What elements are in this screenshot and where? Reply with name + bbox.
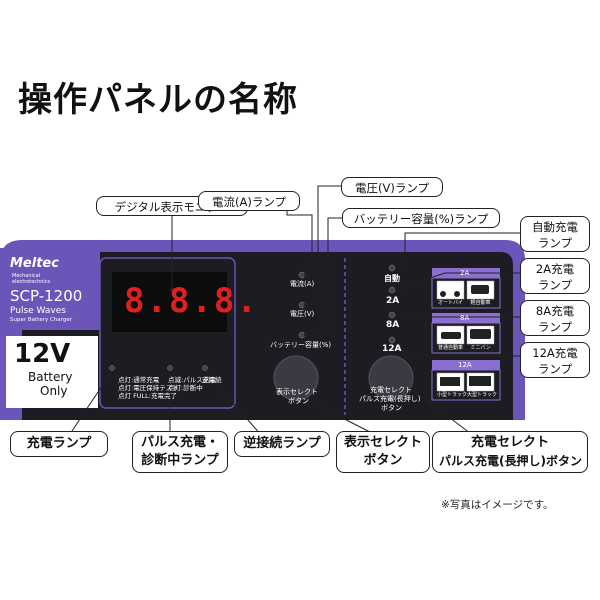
callout-auto-lamp: 自動充電 ランプ xyxy=(520,216,590,252)
brand-logo: Meltec xyxy=(10,256,59,271)
led-charge xyxy=(109,365,115,371)
display-button-label-1: 表示セレクト xyxy=(276,388,318,396)
led-2a xyxy=(388,286,396,294)
voltage-badge-bg xyxy=(6,336,98,408)
callout-8a-lamp-text-1: 8A充電 xyxy=(535,304,575,318)
callout-12a-lamp: 12A充電 ランプ xyxy=(520,342,590,378)
led-12a xyxy=(388,336,396,344)
reverse-lamp-text: 逆接続 xyxy=(202,376,222,384)
callout-reverse-lamp: 逆接続ランプ xyxy=(234,431,330,457)
band-8a-label: 8A xyxy=(460,314,470,322)
charge-button-label-3: ボタン xyxy=(381,404,402,412)
callout-8a-lamp: 8A充電 ランプ xyxy=(520,300,590,336)
pulse-lamp-text-1: 点滅:パルス充電 xyxy=(168,376,216,384)
callout-charge-select-text-2: パルス充電(長押し)ボタン xyxy=(439,454,582,468)
bike-icon xyxy=(436,280,465,300)
callout-display-select: 表示セレクト ボタン xyxy=(336,431,430,473)
display-button-label-2: ボタン xyxy=(288,397,309,405)
label-2a: 2A xyxy=(386,296,400,306)
led-auto xyxy=(388,264,396,272)
brand-sub2: electrotechnics xyxy=(12,279,51,285)
callout-pulse-lamp-text-1: パルス充電・ xyxy=(140,435,219,450)
battery-label-line2: Only xyxy=(40,384,68,398)
icon-minivan-label: ミニバン xyxy=(470,345,491,351)
model-subtitle: Pulse Waves xyxy=(10,306,66,316)
callout-display-select-text-1: 表示セレクト xyxy=(343,435,422,450)
callout-2a-lamp-text-2: ランプ xyxy=(537,278,573,292)
callout-current-lamp: 電流(A)ランプ xyxy=(198,191,300,211)
label-12a: 12A xyxy=(382,344,402,354)
callout-charge-select-text-1: 充電セレクト xyxy=(470,435,549,450)
charge-lamp-text-2: 点灯:電圧保持テスト xyxy=(118,384,179,392)
led-reverse xyxy=(202,365,208,371)
icon-small-truck-label: 小型トラック xyxy=(437,392,468,398)
callout-capacity-lamp-text: バッテリー容量(%)ランプ xyxy=(353,212,489,226)
voltage-badge: 12V xyxy=(14,339,71,369)
box-12a xyxy=(431,369,501,401)
vehicle-glyphs xyxy=(440,285,491,386)
callout-auto-lamp-text-2: ランプ xyxy=(537,236,573,250)
band-2a-label: 2A xyxy=(460,269,470,277)
icon-kei-label: 軽自動車 xyxy=(470,300,491,306)
callout-2a-lamp-text-1: 2A充電 xyxy=(535,262,575,276)
current-label: 電流(A) xyxy=(290,280,315,288)
icon-car-label: 普通自動車 xyxy=(437,345,463,351)
brand-sub1: Mechanical xyxy=(12,273,41,279)
callout-charge-lamp-text: 充電ランプ xyxy=(26,436,92,451)
callout-voltage-lamp: 電圧(V)ランプ xyxy=(341,177,443,197)
leader-lines xyxy=(71,185,520,437)
model-number: SCP-1200 xyxy=(10,287,83,305)
led-8a xyxy=(388,311,396,319)
callout-8a-lamp-text-2: ランプ xyxy=(537,320,573,334)
band-12a xyxy=(432,360,500,370)
charge-lamp-text-1: 点灯:通常充電 xyxy=(118,376,160,384)
band-12a-label: 12A xyxy=(458,361,472,369)
callout-reverse-lamp-text: 逆接続ランプ xyxy=(243,436,321,451)
charge-lamp-text-3: 点灯 FULL:充電完了 xyxy=(118,392,177,400)
charge-button-label-2: パルス充電(長押し) xyxy=(359,395,421,403)
callout-pulse-lamp-text-2: 診断中ランプ xyxy=(141,453,219,468)
logo-area xyxy=(0,248,100,330)
page-title: 操作パネルの名称 xyxy=(18,80,298,120)
icon-large-truck-label: 大型トラック xyxy=(467,392,498,398)
callout-charge-select: 充電セレクト パルス充電(長押し)ボタン xyxy=(432,431,588,473)
callout-charge-lamp: 充電ランプ xyxy=(10,431,108,457)
callout-pulse-lamp: パルス充電・ 診断中ランプ xyxy=(132,431,228,473)
callout-display-select-text-2: ボタン xyxy=(363,453,403,468)
model-subtitle2: Super Battery Charger xyxy=(10,317,72,323)
callout-auto-lamp-text-1: 自動充電 xyxy=(532,220,578,234)
digital-display-screen xyxy=(112,272,227,332)
auto-label: 自動 xyxy=(384,274,400,283)
pulse-lamp-text-2: 点灯:診断中 xyxy=(168,384,203,392)
charge-button-label-1: 充電セレクト xyxy=(370,386,412,394)
callout-voltage-lamp-text: 電圧(V)ランプ xyxy=(355,181,429,195)
digital-display-readout: 8.8.8. xyxy=(124,281,259,321)
icon-bike-label: オートバイ xyxy=(437,300,463,306)
callout-2a-lamp: 2A充電 ランプ xyxy=(520,258,590,294)
capacity-label: バッテリー容量(%) xyxy=(270,341,332,349)
box-2a xyxy=(431,277,501,309)
image-disclaimer: ※写真はイメージです。 xyxy=(441,499,554,511)
voltage-label: 電圧(V) xyxy=(290,310,315,318)
led-pulse xyxy=(167,365,173,371)
display-frame xyxy=(99,257,236,409)
band-8a xyxy=(432,313,500,323)
label-8a: 8A xyxy=(386,320,400,330)
callout-12a-lamp-text-2: ランプ xyxy=(537,362,573,376)
callout-current-lamp-text: 電流(A)ランプ xyxy=(212,195,286,209)
charge-select-knob xyxy=(368,355,414,401)
leader-dots xyxy=(170,273,308,337)
box-8a xyxy=(431,322,501,354)
battery-label-line1: Battery xyxy=(28,370,73,384)
callout-capacity-lamp: バッテリー容量(%)ランプ xyxy=(342,208,500,228)
callout-12a-lamp-text-1: 12A充電 xyxy=(532,346,578,360)
display-select-knob xyxy=(273,355,319,401)
